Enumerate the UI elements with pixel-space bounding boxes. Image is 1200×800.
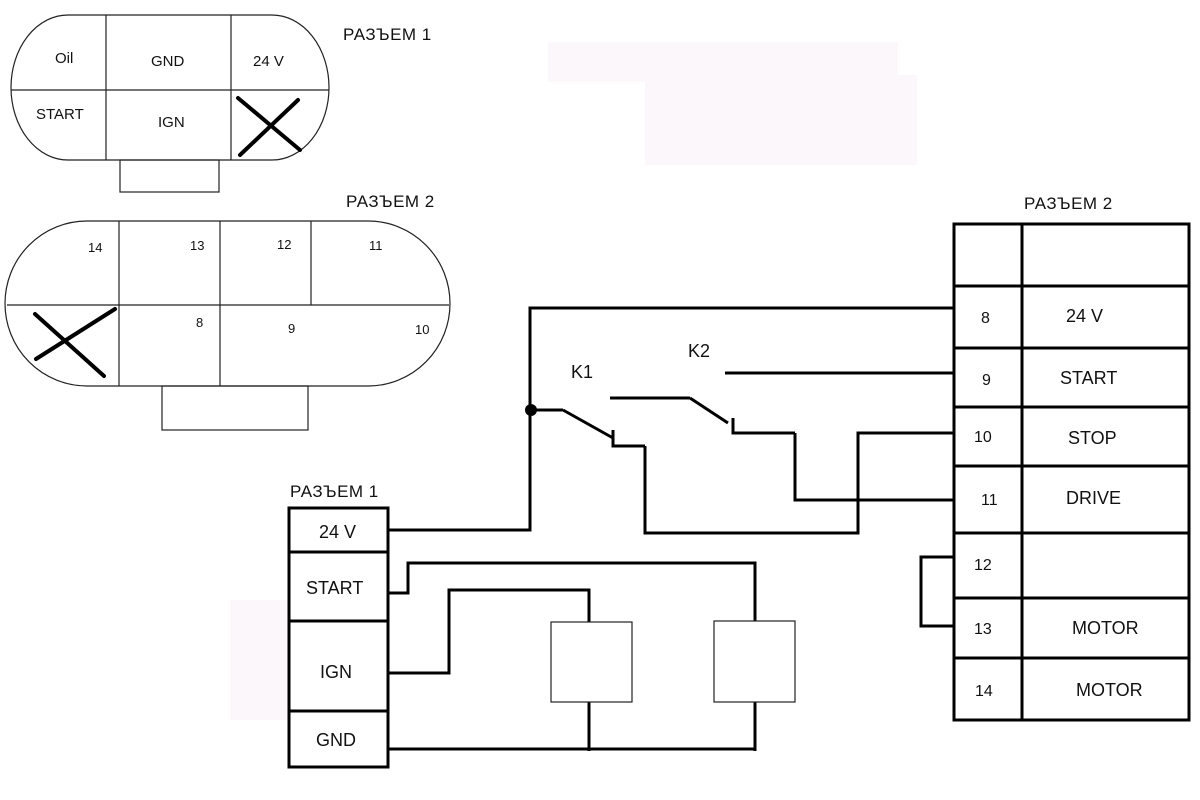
relay-k2-terminal — [731, 418, 795, 435]
connector1-face-latch — [119, 159, 220, 193]
relay-k1: K1 — [530, 362, 645, 448]
connector2-block-pin-label: DRIVE — [1066, 488, 1121, 508]
connector1-block-frame — [287, 506, 390, 769]
relay-k1-label: K1 — [571, 362, 593, 382]
connector2-face-title: РАЗЪЕМ 2 — [346, 192, 435, 211]
connector2-block-pin-label: STOP — [1068, 428, 1117, 448]
unused-pin-cross — [238, 98, 300, 157]
connector1-block-pin: IGN — [320, 662, 352, 682]
connector1-face-title: РАЗЪЕМ 1 — [343, 25, 432, 44]
connector1-block-title: РАЗЪЕМ 1 — [290, 482, 379, 501]
connector2-face: РАЗЪЕМ 2 14 13 12 11 8 9 10 — [4, 192, 451, 431]
wire-jumper-12-13 — [919, 555, 954, 628]
connector1-block: РАЗЪЕМ 1 24 V START IGN GND — [287, 482, 390, 769]
relay-k1-terminal — [611, 430, 645, 448]
connector1-block-pin: START — [306, 578, 363, 598]
connector1-face-pin: 24 V — [253, 53, 284, 70]
unused-pin-cross — [33, 312, 106, 378]
connector2-block-frame — [952, 222, 1191, 722]
connector2-block-pin-number: 8 — [981, 310, 990, 327]
connector2-face-pin: 13 — [190, 238, 204, 253]
connector1-face: РАЗЪЕМ 1 Oil GND 24 V START IGN — [10, 14, 432, 193]
relay-k2-label: K2 — [688, 341, 710, 361]
connector2-face-pin: 10 — [415, 322, 429, 337]
background-artifact — [645, 75, 917, 165]
background-artifact — [230, 600, 290, 720]
connector2-block: РАЗЪЕМ 2 8 24 V 9 START 10 STOP 11 DRIVE… — [952, 194, 1191, 722]
connector2-block-pin-number: 12 — [974, 557, 992, 574]
connector1-block-pin: 24 V — [319, 522, 356, 542]
relay-coil-1 — [550, 621, 633, 703]
connector1-face-pin: START — [36, 106, 84, 123]
connector1-face-pin: GND — [151, 53, 185, 70]
wire-start-coil2 — [388, 561, 757, 621]
connector2-face-pin: 11 — [369, 238, 383, 253]
connector1-face-pin: IGN — [158, 114, 185, 131]
connector2-block-pin-number: 11 — [981, 492, 998, 509]
wiring — [388, 306, 954, 751]
connector2-block-title: РАЗЪЕМ 2 — [1024, 194, 1113, 213]
connector2-block-pin-number: 9 — [982, 372, 991, 389]
connector1-face-outline — [10, 14, 330, 161]
connector2-block-pin-label: START — [1060, 368, 1117, 388]
connector2-face-latch — [161, 385, 309, 431]
relay-coil-2 — [713, 620, 796, 703]
connector1-block-pin: GND — [316, 730, 356, 750]
connector2-block-pin-label: 24 V — [1066, 306, 1103, 326]
connector2-block-pin-label: MOTOR — [1072, 618, 1139, 638]
connector2-block-pin-number: 14 — [975, 683, 993, 700]
unused-pin-cross — [34, 307, 117, 361]
connector2-block-pin-label: MOTOR — [1076, 680, 1143, 700]
wire-24v-bus — [388, 306, 954, 532]
connector2-block-pin-number: 10 — [974, 429, 992, 446]
relay-k2-contact — [689, 396, 729, 425]
relay-k1-contact — [562, 408, 614, 440]
relay-k2: K2 — [610, 341, 795, 435]
connector2-face-pin: 8 — [196, 315, 203, 330]
wire-k1-stop — [643, 431, 954, 535]
connector2-face-pin: 12 — [277, 237, 291, 252]
junction-dot — [525, 404, 537, 416]
connector2-face-pin: 9 — [288, 321, 295, 336]
connector2-block-pin-number: 13 — [974, 621, 992, 638]
connector2-face-outline — [4, 220, 451, 387]
connector1-face-pin: Oil — [55, 50, 73, 67]
wire-k2-drive — [793, 433, 954, 502]
unused-pin-cross — [236, 96, 302, 152]
connector2-face-pin: 14 — [88, 240, 102, 255]
wire-ign-coil1 — [388, 588, 591, 675]
